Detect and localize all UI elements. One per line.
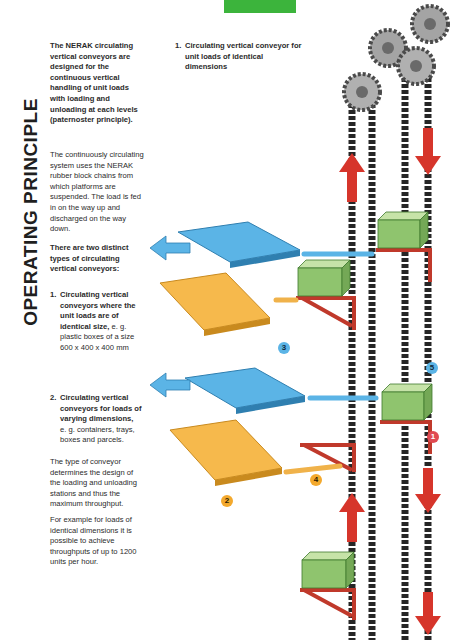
plastic-crate: [298, 212, 432, 588]
plastic-crate: [420, 212, 428, 248]
chain: [369, 92, 376, 640]
unload-arrow: [150, 236, 190, 397]
sprocket: [410, 60, 422, 72]
platform-bracket: [380, 422, 430, 454]
conveyor-platform: [215, 468, 282, 486]
conveyor-platform: [236, 396, 305, 414]
plastic-crate: [302, 560, 346, 588]
chain: [402, 66, 409, 640]
body-text: For example for loads of identical dimen…: [50, 515, 144, 568]
plastic-crate: [378, 212, 428, 220]
unload-arrow: [150, 373, 190, 397]
conveyor-platform: [204, 318, 270, 336]
text-block: The NERAK circulating vertical conveyors…: [50, 41, 144, 126]
direction-arrow: [423, 128, 433, 156]
roller-stub: [310, 396, 376, 401]
plastic-crate: [298, 268, 342, 296]
text-block: For example for loads of identical dimen…: [50, 515, 144, 568]
sprocket: [344, 6, 448, 110]
platform-bracket: [296, 298, 354, 330]
unload-arrow: [150, 236, 190, 260]
direction-arrow: [415, 156, 441, 175]
direction-arrow: [339, 153, 365, 172]
text-block: The type of conveyor determines the desi…: [50, 457, 144, 510]
body-text: The continuously circulating system uses…: [50, 150, 144, 235]
plastic-crate: [298, 260, 350, 268]
callout-number: 2: [221, 495, 233, 507]
sprocket: [424, 18, 436, 30]
sprocket: [398, 48, 434, 84]
text-block: 1.: [50, 290, 56, 301]
plastic-crate: [382, 392, 424, 420]
direction-arrow: [415, 616, 441, 635]
plastic-crate: [378, 220, 420, 248]
text-block: The continuously circulating system uses…: [50, 150, 144, 235]
text-block: 1.: [175, 41, 181, 52]
direction-arrow: [423, 468, 433, 494]
body-text: There are two distinct types of circulat…: [50, 243, 144, 275]
direction-arrow: [339, 128, 441, 635]
plastic-crate: [382, 384, 432, 392]
text-block: Circulating vertical conveyors for loads…: [60, 393, 141, 423]
platform-bracket: [376, 250, 430, 282]
direction-arrow: [415, 494, 441, 513]
figure-caption: 1. Circulating vertical conveyor for unit…: [175, 41, 303, 73]
sprocket: [382, 42, 394, 54]
conveyor-platform: [160, 222, 305, 486]
roller-stub: [276, 298, 296, 303]
text-block: Circulating vertical conveyor for unit l…: [185, 41, 301, 71]
direction-arrow: [339, 493, 365, 512]
intro-text: The NERAK circulating vertical conveyors…: [50, 41, 144, 126]
text-block: There are two distinct types of circulat…: [50, 243, 144, 275]
direction-arrow: [423, 592, 433, 616]
roller-stub: [286, 466, 340, 472]
sprocket: [356, 86, 368, 98]
conveyor-platform: [230, 250, 300, 268]
callout-number: 1: [427, 431, 439, 443]
callout-number: 3: [278, 342, 290, 354]
roller-stub: [276, 254, 376, 472]
text-block: e. g. containers, trays, boxes and parce…: [60, 425, 144, 446]
callout-number: 5: [426, 362, 438, 374]
plastic-crate: [346, 552, 354, 588]
list-item: 2. Circulating vertical conveyors for loa…: [50, 393, 144, 446]
chain: [352, 66, 428, 640]
direction-arrow: [347, 172, 357, 202]
conveyor-platform: [170, 420, 282, 480]
plastic-crate: [424, 384, 432, 420]
header-bar: [224, 0, 296, 13]
list-item: 1.Circulating vertical conveyors where t…: [50, 290, 144, 354]
page-title: OPERATING PRINCIPLE: [20, 98, 42, 326]
body-text: The type of conveyor determines the desi…: [50, 457, 144, 510]
direction-arrow: [347, 512, 357, 542]
roller-stub: [304, 252, 372, 257]
text-block: 2.: [50, 393, 56, 404]
sprocket: [344, 74, 380, 110]
callout-number: 4: [310, 474, 322, 486]
plastic-crate: [342, 260, 350, 296]
header-bar: [224, 0, 296, 13]
plastic-crate: [302, 552, 354, 560]
platform-bracket: [296, 250, 430, 620]
sprocket: [412, 6, 448, 42]
platform-bracket: [300, 590, 354, 620]
